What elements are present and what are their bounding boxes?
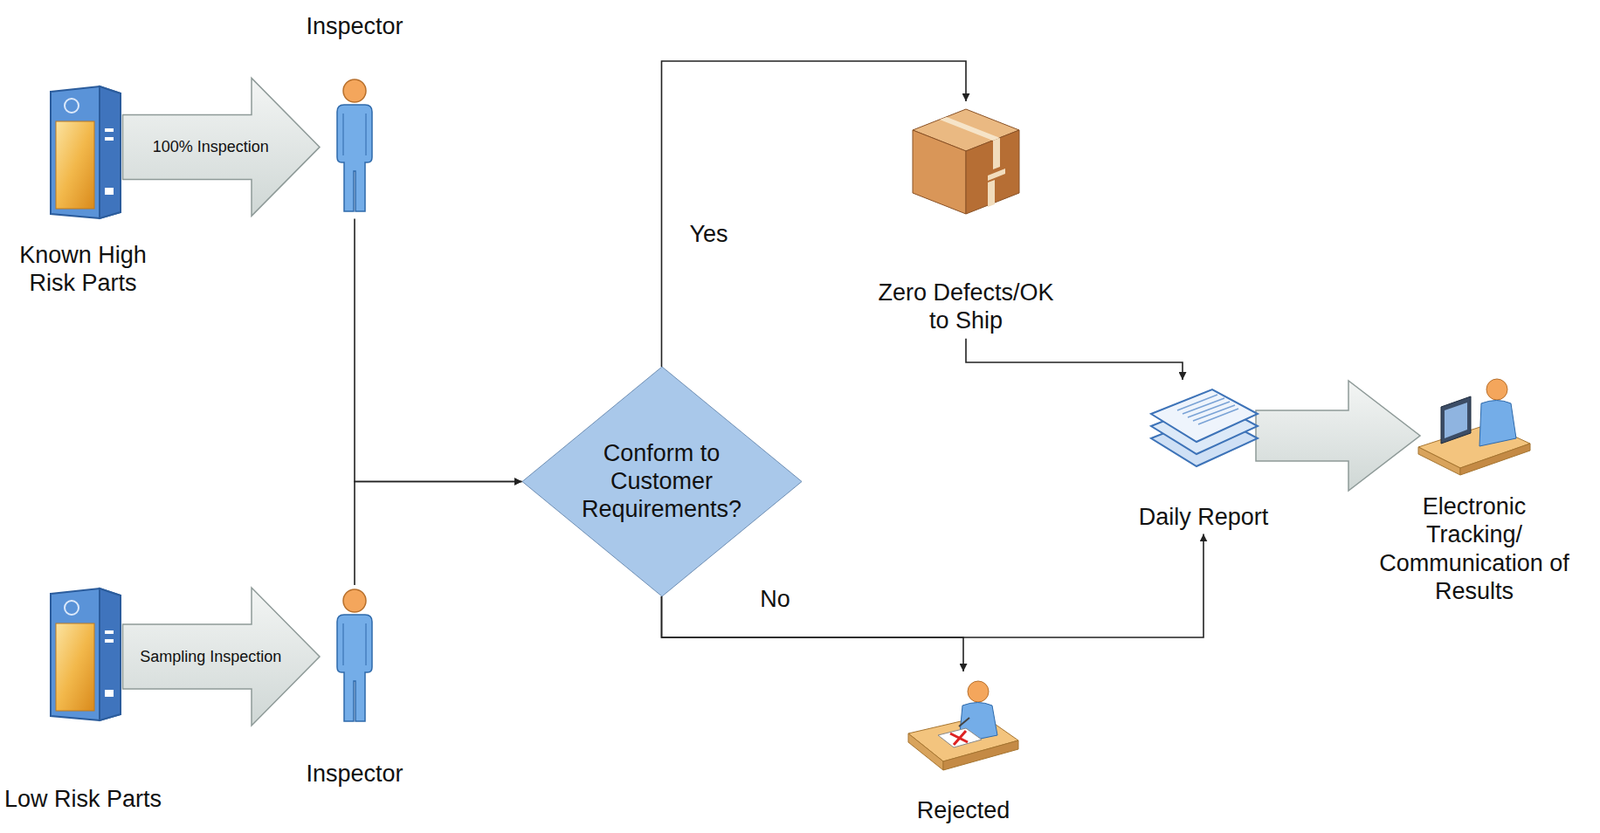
inspector-figure	[330, 586, 380, 727]
connector-line	[354, 482, 523, 587]
ship-outcome: Zero Defects/OK to Ship	[872, 102, 1061, 336]
connector-line	[354, 218, 523, 482]
edge-label: 100% Inspection	[152, 137, 269, 157]
edge-label: Sampling Inspection	[139, 648, 282, 667]
node-label: Daily Report	[1107, 503, 1300, 532]
connector-line	[662, 61, 967, 367]
node-label: Known High Risk Parts	[4, 241, 162, 298]
block-arrow-shape	[123, 587, 321, 726]
daily-report: Daily Report	[1107, 380, 1300, 532]
tracking-station: Electronic Tracking/ Communication of Re…	[1374, 370, 1574, 607]
block-arrow	[123, 77, 321, 216]
node-label: Inspector	[284, 12, 425, 41]
server-icon	[41, 84, 125, 221]
computer-user	[1414, 370, 1534, 481]
rejected-desk	[904, 672, 1022, 785]
node-label: Electronic Tracking/ Communication of Re…	[1374, 492, 1574, 607]
node-label: Conform to Customer Requirements?	[574, 439, 750, 525]
inspector-figure-art	[330, 76, 380, 217]
reject-outcome: Rejected	[875, 672, 1051, 825]
inspector: Inspector	[284, 586, 425, 788]
report-stack	[1142, 380, 1265, 479]
shipping-box	[907, 102, 1025, 220]
connector-line	[965, 338, 1183, 380]
decision-diamond: Conform to Customer Requirements?	[522, 366, 802, 597]
shipping-box-art	[907, 102, 1025, 220]
node-label: Zero Defects/OK to Ship	[872, 278, 1061, 336]
block-arrow	[123, 587, 321, 726]
parts-source: Known High Risk Parts	[4, 84, 162, 298]
edge-label: Yes	[689, 220, 728, 249]
computer-user-art	[1414, 370, 1534, 481]
block-arrow	[1255, 380, 1421, 491]
connector-path	[354, 482, 523, 587]
node-label: Rejected	[875, 796, 1051, 825]
node-label: Inspector	[284, 759, 425, 788]
inspector-figure	[330, 76, 380, 217]
server-icon-art	[41, 84, 125, 221]
node-label: Low Risk Parts	[0, 785, 171, 814]
block-arrow-shape	[1255, 380, 1421, 491]
connector-line	[662, 533, 1205, 638]
connector-path	[354, 218, 523, 482]
inspector: Inspector	[284, 12, 425, 217]
parts-source: Low Risk Parts	[0, 586, 171, 814]
connector-path	[662, 596, 965, 672]
edge-label: No	[759, 586, 791, 614]
rejected-desk-art	[904, 672, 1022, 785]
server-icon-art	[41, 586, 125, 723]
connector-path	[662, 61, 967, 367]
connector-path	[662, 533, 1205, 638]
inspector-figure-art	[330, 586, 380, 727]
connector-line	[662, 596, 965, 672]
report-stack-art	[1142, 380, 1265, 479]
connector-path	[965, 338, 1183, 380]
server-icon	[41, 586, 125, 723]
block-arrow-shape	[123, 77, 321, 216]
